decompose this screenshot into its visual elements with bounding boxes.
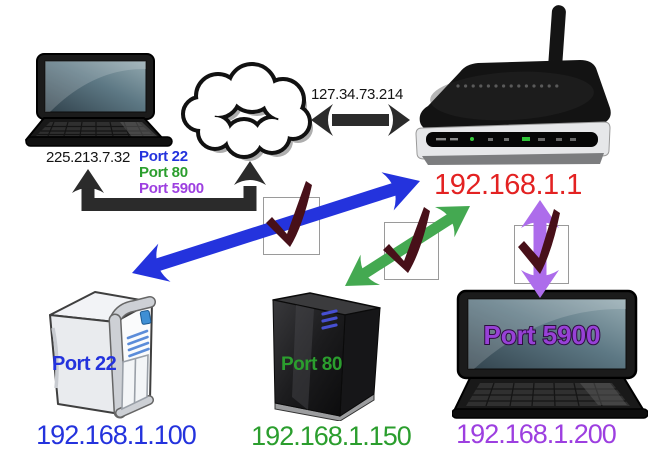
router-vent-dots (456, 84, 559, 88)
router-leds (436, 137, 576, 141)
vnc-laptop-port-label: Port 5900 (482, 319, 601, 351)
public-ip-label: 127.34.73.214 (311, 86, 404, 103)
forwarded-ports-list: Port 22 Port 80 Port 5900 (139, 149, 204, 197)
router-base-shadow (422, 153, 604, 165)
server-leds (321, 309, 338, 330)
port-22-item: Port 22 (139, 148, 188, 165)
server-front (272, 299, 346, 417)
client-cloud-arrow (72, 161, 266, 211)
laptop-base (25, 136, 173, 147)
web-server-port-label: Port 80 (281, 354, 342, 375)
server-pillar (110, 315, 125, 417)
ssh-server-port-label: Port 22 (52, 353, 117, 375)
ssh-server-ip-label: 192.168.1.100 (36, 420, 197, 450)
checkmark-icon-web (383, 207, 430, 273)
web-server-ip-label: 192.168.1.150 (251, 421, 412, 451)
laptop-screen (44, 60, 147, 113)
client-laptop-icon (25, 53, 173, 147)
port-80-item: Port 80 (139, 164, 188, 181)
router-led-panel (426, 132, 598, 147)
server-power-button (139, 310, 152, 325)
internet-cloud-icon (181, 62, 313, 161)
vnc-laptop-ip-label: 192.168.1.200 (456, 419, 617, 449)
router-ip-label: 192.168.1.1 (434, 169, 582, 201)
laptop-base (452, 408, 648, 419)
checkmark-icon-vnc (518, 209, 560, 274)
server-vents (126, 329, 150, 358)
vnc-laptop-icon (452, 289, 648, 419)
checkmark-icon-ssh (266, 181, 312, 247)
port-5900-item: Port 5900 (139, 180, 204, 197)
server-drive-bays (121, 353, 149, 411)
cloud-router-arrow (311, 104, 410, 136)
router-top (419, 60, 611, 131)
router-icon (415, 5, 611, 165)
port80-arrow (345, 206, 470, 286)
cloud-body (185, 66, 308, 155)
client-ip-label: 225.213.7.32 (46, 149, 130, 166)
laptop-screen (467, 298, 627, 370)
ssh-server-icon (49, 291, 156, 419)
web-server-icon (272, 292, 381, 421)
